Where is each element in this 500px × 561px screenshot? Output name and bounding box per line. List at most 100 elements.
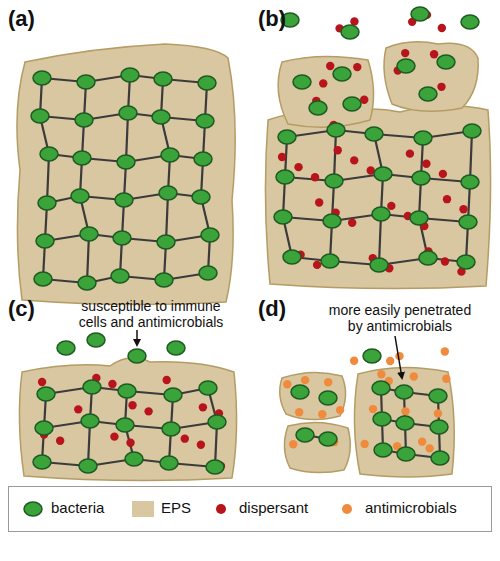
legend-swatch	[209, 499, 233, 519]
bacterium	[194, 152, 212, 166]
dispersant-dot	[313, 261, 321, 269]
bacterium	[431, 451, 449, 465]
bacterium	[167, 341, 185, 355]
dispersant-dot	[163, 376, 171, 384]
legend-swatch	[131, 499, 155, 519]
dispersant-dot	[350, 156, 358, 164]
dispersant-dot	[315, 198, 323, 206]
antimicrobial-dot	[410, 372, 418, 380]
eps-fragment	[284, 422, 350, 472]
bacterium	[429, 389, 447, 403]
bacterium	[363, 349, 381, 363]
bacterium	[199, 381, 217, 395]
dispersant-dot	[126, 439, 134, 447]
dispersant-dot	[311, 173, 319, 181]
bacterium	[33, 71, 51, 85]
bacterium	[283, 250, 301, 264]
dispersant-dot	[459, 205, 467, 213]
dispersant-dot	[387, 202, 395, 210]
bacterium	[162, 422, 180, 436]
swatch-shape	[132, 501, 154, 517]
bacterium	[117, 155, 135, 169]
bacterium	[128, 349, 146, 363]
antimicrobial-dot	[295, 408, 303, 416]
bacterium	[36, 234, 54, 248]
eps-matrix	[19, 358, 236, 481]
bacterium	[276, 170, 294, 184]
dispersant-dot	[110, 432, 118, 440]
bacterium	[40, 147, 58, 161]
bacterium	[57, 341, 75, 355]
bacterium	[208, 415, 226, 429]
bacterium	[73, 151, 91, 165]
bacterium	[395, 385, 413, 399]
antimicrobial-dot	[283, 380, 291, 388]
bacterium	[34, 272, 52, 286]
swatch-shape	[342, 504, 352, 514]
dispersant-dot	[181, 434, 189, 442]
panel-label: (b)	[258, 6, 308, 32]
dispersant-dot	[144, 407, 152, 415]
dispersant-dot	[334, 146, 342, 154]
dispersant-dot	[406, 149, 414, 157]
bacterium	[78, 276, 96, 290]
bacterium	[397, 447, 415, 461]
legend-text: EPS	[161, 499, 191, 516]
bacterium	[463, 124, 481, 138]
bacterium	[161, 148, 179, 162]
bacterium	[412, 171, 430, 185]
bacterium	[155, 273, 173, 287]
bacterium	[325, 174, 343, 188]
dispersant-dot	[353, 63, 361, 71]
antimicrobial-dot	[377, 370, 385, 378]
bacterium	[461, 15, 479, 29]
antimicrobial-dot	[425, 444, 433, 452]
antimicrobial-dot	[289, 440, 297, 448]
bacterium	[274, 210, 292, 224]
panel-label: (a)	[8, 6, 58, 32]
bacterium	[293, 75, 311, 89]
swatch-shape	[24, 502, 42, 516]
eps-fragment	[280, 372, 346, 419]
bacterium	[461, 175, 479, 189]
bacterium	[116, 418, 134, 432]
bacterium	[372, 381, 390, 395]
dispersant-dot	[38, 378, 46, 386]
antimicrobial-dot	[442, 375, 450, 383]
bacterium	[333, 67, 351, 81]
bacterium	[192, 190, 210, 204]
legend-text: antimicrobials	[365, 499, 457, 516]
bacterium	[437, 55, 455, 69]
bacterium	[121, 68, 139, 82]
bacterium	[419, 87, 437, 101]
bacterium	[278, 130, 296, 144]
dispersant-dot	[437, 83, 445, 91]
bacterium	[33, 455, 51, 469]
bacterium	[201, 228, 219, 242]
antimicrobial-dot	[301, 376, 309, 384]
legend-swatch	[21, 499, 45, 519]
antimicrobial-dot	[434, 409, 442, 417]
bacterium	[157, 235, 175, 249]
swatch-shape	[216, 504, 226, 514]
bacterium	[80, 227, 98, 241]
dispersant-dot	[326, 62, 334, 70]
bacterium	[341, 25, 359, 39]
bacterium	[296, 428, 314, 442]
dispersant-dot	[128, 401, 136, 409]
bacterium	[154, 72, 172, 86]
bacterium	[309, 101, 327, 115]
dispersant-dot	[199, 403, 207, 411]
bacterium	[31, 109, 49, 123]
antimicrobial-dot	[441, 347, 449, 355]
bacterium	[397, 59, 415, 73]
bacterium	[119, 106, 137, 120]
antimicrobial-dot	[336, 406, 344, 414]
bacterium	[327, 123, 345, 137]
bacterium	[411, 7, 429, 21]
bacterium	[160, 456, 178, 470]
bacterium	[115, 193, 133, 207]
bacterium	[319, 391, 337, 405]
bacterium	[410, 211, 428, 225]
